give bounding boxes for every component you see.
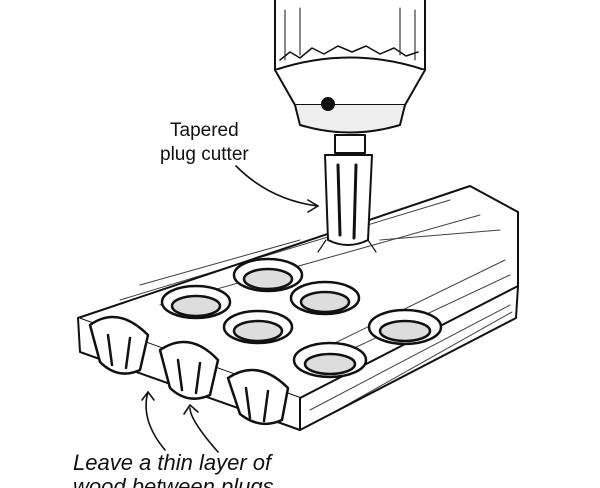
arrows [141,165,319,453]
note-line1: Leave a thin layer of [73,450,272,475]
cutter-label-line2: plug cutter [160,144,249,165]
drill-chuck [274,0,426,134]
plug-holes [160,257,443,379]
plug-cutter [317,134,377,253]
cutter-label-line1: Tapered [170,120,239,141]
note-line2: wood between plugs [73,474,274,488]
front-cut-plugs [88,315,290,426]
